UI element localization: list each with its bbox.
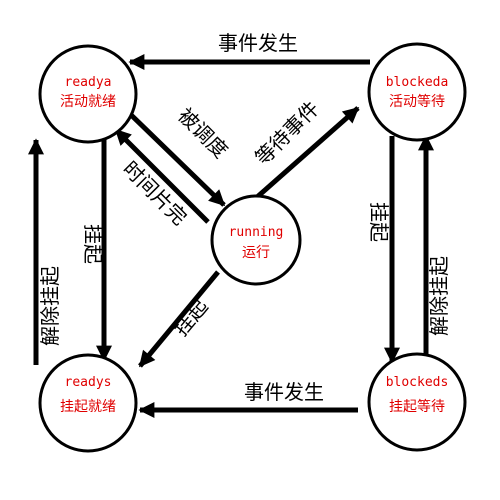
node-readya-id: readya bbox=[65, 75, 112, 90]
node-blockeda: blockeda 活动等待 bbox=[367, 42, 467, 142]
node-blockeds-label: 挂起等待 bbox=[389, 398, 445, 415]
node-readys: readys 挂起就绪 bbox=[38, 353, 138, 453]
edge-running-to-blockeda bbox=[254, 106, 360, 200]
edges bbox=[27, 53, 435, 419]
node-readya-label: 活动就绪 bbox=[60, 94, 116, 110]
label-suspend-center: 挂起 bbox=[169, 294, 213, 340]
label-bottom-event: 事件发生 bbox=[244, 380, 324, 404]
label-suspend-left: 挂起 bbox=[81, 224, 105, 264]
edge-running-to-readys bbox=[138, 270, 220, 368]
node-readys-label: 挂起就绪 bbox=[60, 399, 116, 415]
label-wait-event: 等待事件 bbox=[250, 96, 324, 170]
node-blockeda-id: blockeda bbox=[386, 75, 449, 90]
label-top-event: 事件发生 bbox=[218, 31, 298, 55]
label-scheduled: 被调度 bbox=[173, 103, 232, 162]
node-running-id: running bbox=[229, 225, 284, 240]
node-running: running 运行 bbox=[210, 194, 302, 286]
node-readya: readya 活动就绪 bbox=[38, 44, 138, 144]
label-suspend-right: 挂起 bbox=[367, 202, 391, 242]
edge-running-to-readya-timeslice bbox=[114, 128, 210, 224]
node-blockeda-label: 活动等待 bbox=[389, 93, 445, 110]
label-resume-right: 解除挂起 bbox=[427, 256, 451, 336]
node-readys-id: readys bbox=[65, 375, 112, 390]
node-running-label: 运行 bbox=[242, 245, 270, 261]
label-resume-left: 解除挂起 bbox=[38, 266, 62, 346]
node-blockeds-id: blockeds bbox=[386, 375, 449, 390]
node-blockeds: blockeds 挂起等待 bbox=[367, 352, 467, 452]
edge-readya-to-running-scheduled bbox=[124, 108, 226, 207]
